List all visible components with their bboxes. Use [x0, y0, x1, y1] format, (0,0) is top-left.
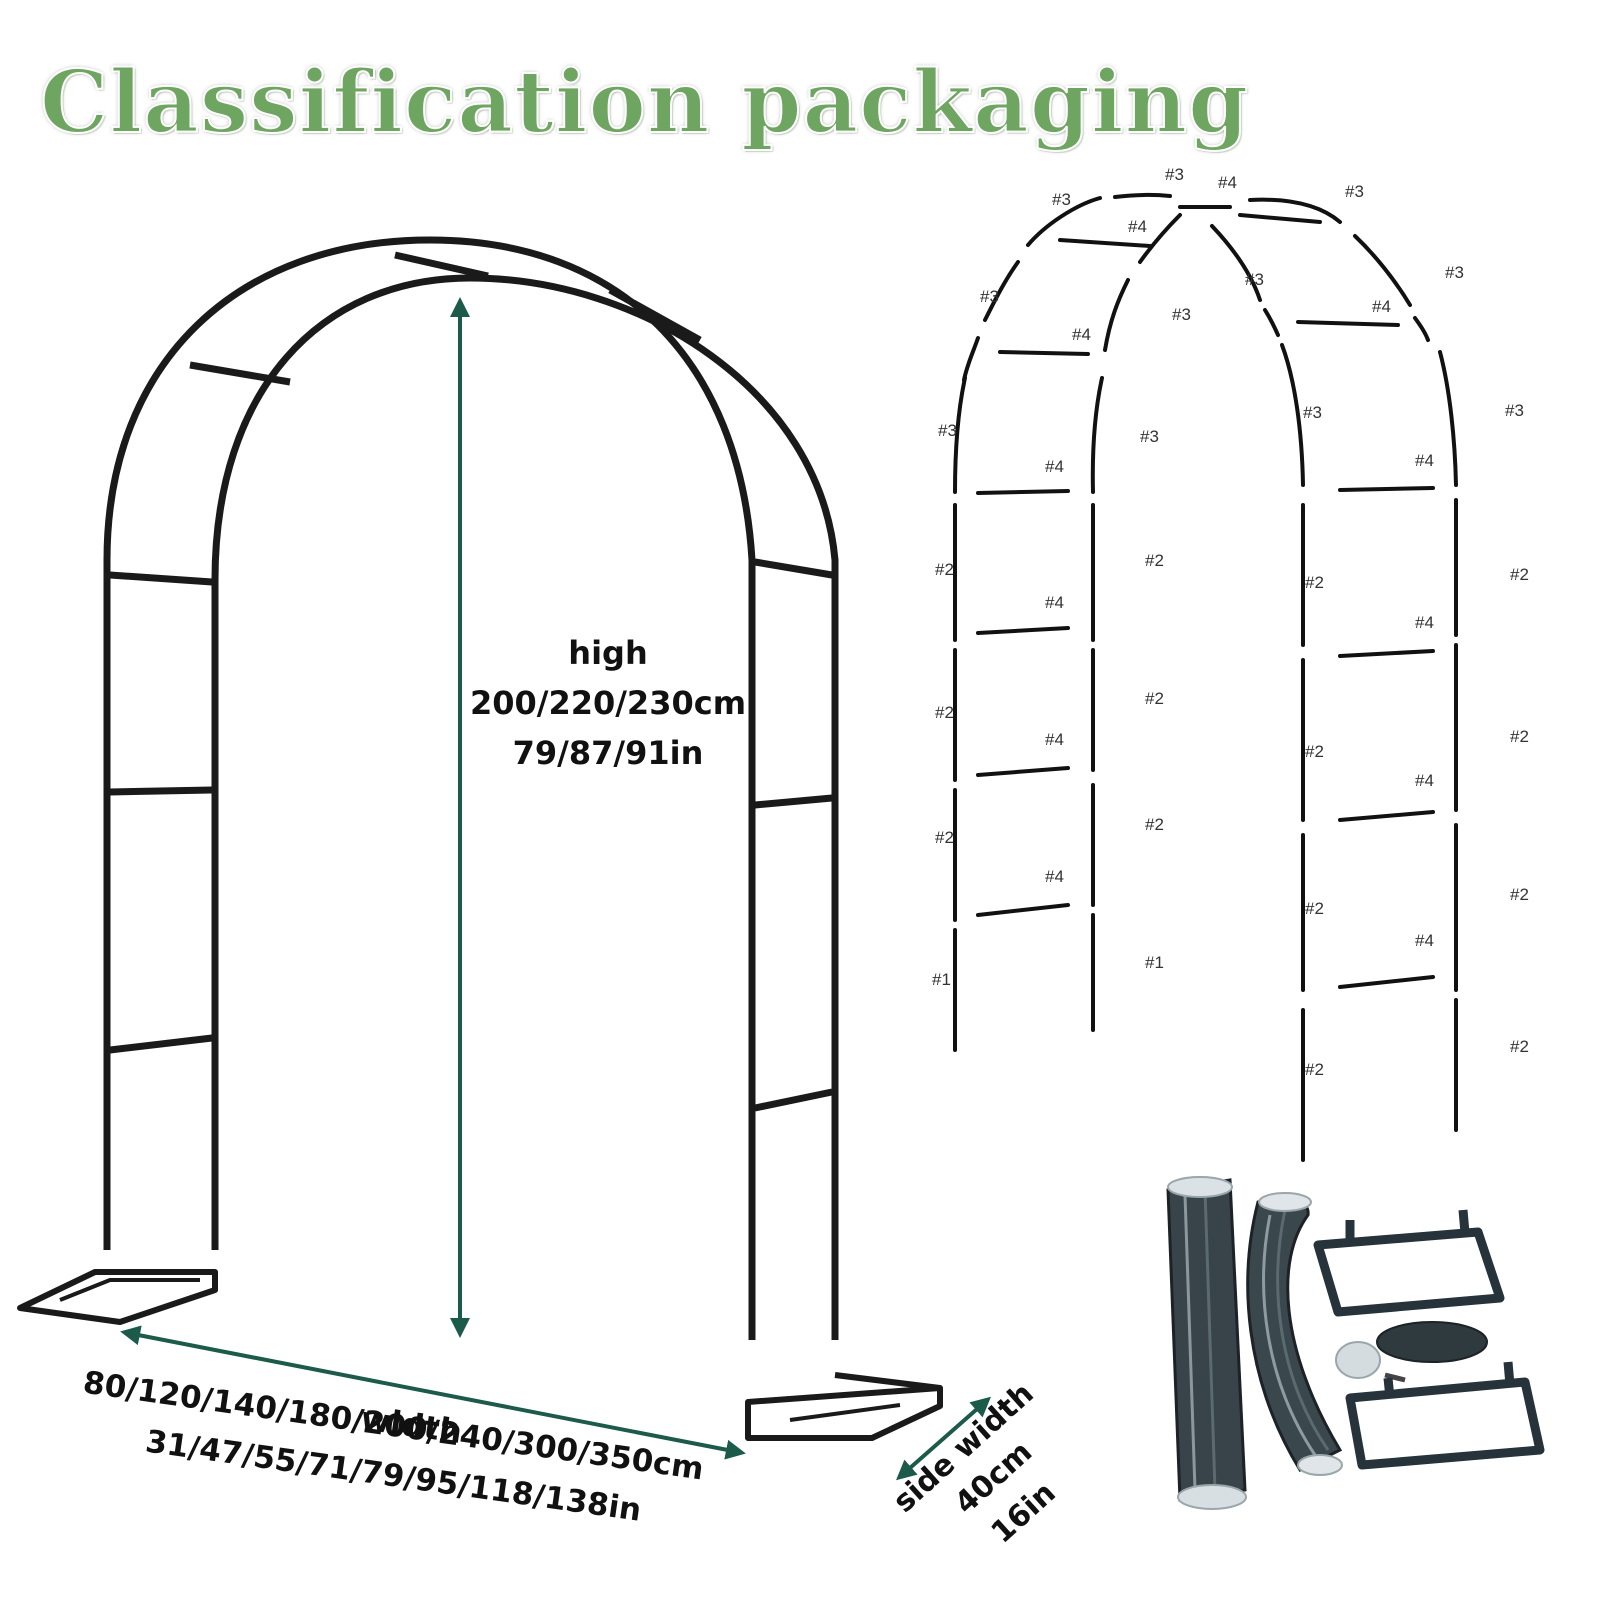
part-label: #3: [980, 287, 999, 306]
part-label: #4: [1372, 297, 1391, 316]
height-label: high: [568, 634, 647, 672]
straight-tube-bundle: [1166, 1176, 1247, 1510]
part-label: #2: [1305, 573, 1324, 592]
part-label: #2: [1305, 899, 1324, 918]
part-label: #4: [1072, 325, 1091, 344]
part-label: #4: [1128, 217, 1147, 236]
small-parts-bag: [1335, 1321, 1488, 1383]
part-label: #2: [1510, 727, 1529, 746]
part-label: #3: [1172, 305, 1191, 324]
part-label: #4: [1415, 771, 1434, 790]
curved-tube-bundle: [1246, 1192, 1343, 1476]
part-label: #3: [1303, 403, 1322, 422]
height-value-cm: 200/220/230cm: [470, 684, 746, 722]
part-label: #3: [1165, 165, 1184, 184]
part-label: #4: [1415, 931, 1434, 950]
part-label: #2: [1145, 815, 1164, 834]
part-label: #2: [1145, 551, 1164, 570]
part-label: #3: [938, 421, 957, 440]
part-label: #4: [1045, 730, 1064, 749]
base-frame-lower: [1345, 1361, 1545, 1470]
part-label: #4: [1045, 457, 1064, 476]
base-frame-upper: [1313, 1209, 1505, 1317]
part-label: #2: [935, 703, 954, 722]
part-label: #2: [1510, 885, 1529, 904]
height-value-in: 79/87/91in: [513, 734, 704, 772]
part-label: #2: [1305, 1060, 1324, 1079]
arch-frame: [17, 236, 943, 1441]
side-width-arrow: [895, 1396, 992, 1481]
part-label: #1: [1145, 953, 1164, 972]
part-label: #4: [1045, 867, 1064, 886]
width-arrow: [120, 1325, 746, 1460]
part-label: #3: [1445, 263, 1464, 282]
part-label: #4: [1415, 451, 1434, 470]
part-label: #3: [1245, 270, 1264, 289]
part-label: #2: [1305, 742, 1324, 761]
part-label: #2: [935, 560, 954, 579]
part-label: #1: [932, 970, 951, 989]
packaging-photo: [1166, 1176, 1545, 1510]
part-label: #3: [1140, 427, 1159, 446]
part-label: #2: [1145, 689, 1164, 708]
part-label: #4: [1218, 173, 1237, 192]
part-label: #3: [1345, 182, 1364, 201]
page-title: Classification packaging: [39, 52, 1250, 153]
part-labels: #3 #3 #4 #3 #4 #3 #3 #3 #3 #4 #4 #3 #3 #…: [932, 165, 1529, 1079]
part-label: #3: [1505, 401, 1524, 420]
part-label: #3: [1052, 190, 1071, 209]
part-label: #2: [935, 828, 954, 847]
part-label: #2: [1510, 1037, 1529, 1056]
part-label: #4: [1045, 593, 1064, 612]
part-label: #4: [1415, 613, 1434, 632]
part-label: #2: [1510, 565, 1529, 584]
exploded-parts-diagram: [953, 193, 1458, 1162]
